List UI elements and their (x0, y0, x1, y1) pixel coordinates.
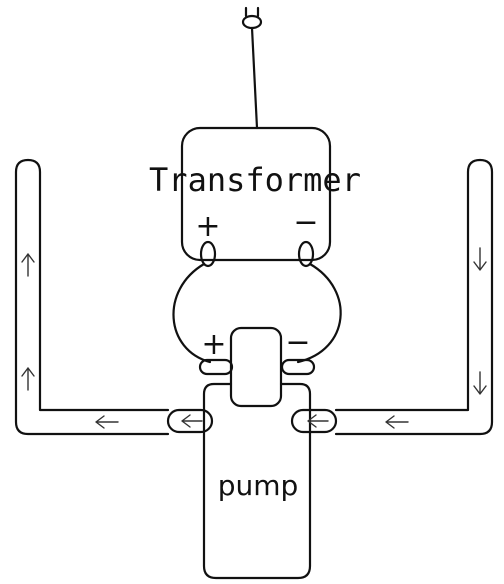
transformer-plus-lug (199, 240, 217, 268)
pump-label: pump (218, 469, 299, 502)
transformer-minus-lug (297, 240, 315, 268)
pump-body (202, 382, 312, 580)
transformer-box (180, 126, 332, 262)
arrow-left-icon (181, 414, 203, 428)
pump-minus-terminal: − (285, 325, 310, 360)
transformer-label: Transformer (149, 161, 361, 199)
transformer-plus-terminal: + (195, 209, 220, 244)
arrow-down-icon (473, 371, 487, 395)
pump-inlet-port (290, 408, 338, 434)
wire-positive (172, 262, 212, 364)
left-pipe (14, 158, 170, 436)
arrow-left-icon (307, 414, 329, 428)
arrow-left-icon (385, 415, 409, 429)
plug-icon (241, 6, 263, 130)
wire-negative (296, 262, 342, 364)
arrow-up-icon (21, 253, 35, 277)
arrow-down-icon (473, 247, 487, 271)
transformer-minus-terminal: − (293, 205, 318, 240)
arrow-left-icon (95, 415, 119, 429)
arrow-up-icon (21, 367, 35, 391)
pump-outlet-port (166, 408, 214, 434)
pump-plus-terminal: + (201, 327, 226, 362)
pump-motor (229, 326, 283, 408)
pump-plus-pad (198, 358, 234, 376)
right-pipe (334, 158, 494, 436)
